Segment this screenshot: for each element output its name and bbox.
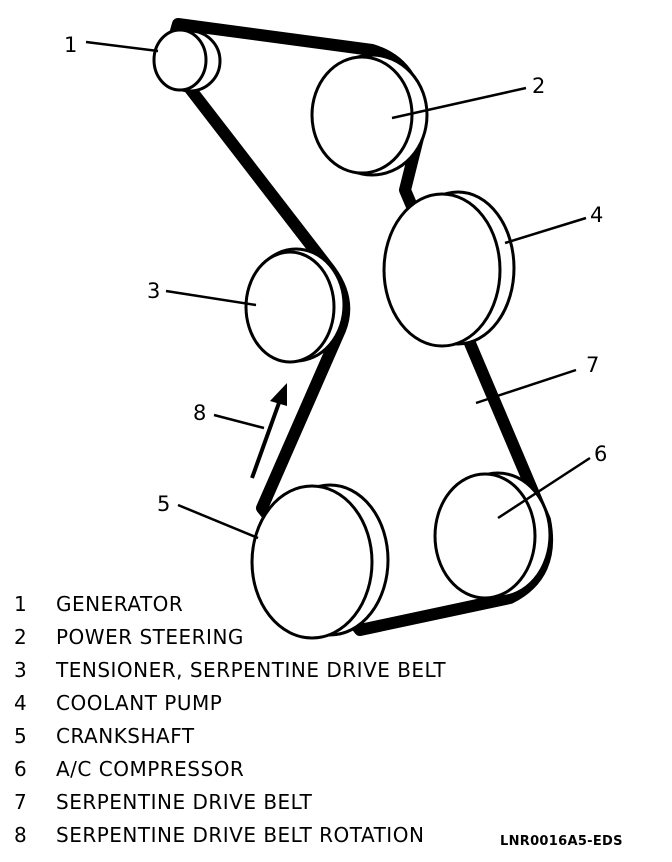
callout-1: 1: [64, 33, 77, 57]
legend-number: 6: [14, 757, 28, 781]
legend-item: 3 TENSIONER, SERPENTINE DRIVE BELT: [14, 654, 446, 687]
callout-8: 8: [193, 401, 206, 425]
legend-label: COOLANT PUMP: [56, 691, 223, 715]
legend-item: 7 SERPENTINE DRIVE BELT: [14, 786, 446, 819]
callout-6: 6: [594, 442, 607, 466]
legend-label: SERPENTINE DRIVE BELT: [56, 790, 313, 814]
legend-label: GENERATOR: [56, 592, 184, 616]
legend-item: 1 GENERATOR: [14, 588, 446, 621]
legend-item: 8 SERPENTINE DRIVE BELT ROTATION: [14, 819, 446, 852]
coolant-pump-pulley: [382, 190, 516, 348]
legend: 1 GENERATOR 2 POWER STEERING 3 TENSIONER, S…: [14, 588, 446, 852]
leader-lines: [85, 40, 591, 540]
legend-number: 3: [14, 658, 28, 682]
legend-number: 2: [14, 625, 28, 649]
legend-item: 5 CRANKSHAFT: [14, 720, 446, 753]
legend-label: CRANKSHAFT: [56, 724, 195, 748]
generator-pulley: [152, 28, 222, 93]
legend-number: 8: [14, 823, 28, 847]
ac-compressor-pulley: [433, 471, 552, 600]
legend-item: 6 A/C COMPRESSOR: [14, 753, 446, 786]
legend-label: A/C COMPRESSOR: [56, 757, 245, 781]
belt-rotation-arrow: [250, 383, 287, 479]
callout-5: 5: [157, 492, 170, 516]
callout-3: 3: [147, 279, 160, 303]
legend-label: SERPENTINE DRIVE BELT ROTATION: [56, 823, 425, 847]
legend-label: TENSIONER, SERPENTINE DRIVE BELT: [56, 658, 447, 682]
callout-7: 7: [586, 353, 599, 377]
tensioner-pulley: [244, 247, 346, 364]
callout-2: 2: [532, 74, 545, 98]
legend-label: POWER STEERING: [56, 625, 244, 649]
figure-code: LNR0016A5-EDS: [500, 834, 623, 849]
callout-4: 4: [590, 203, 603, 227]
legend-number: 7: [14, 790, 28, 814]
legend-item: 4 COOLANT PUMP: [14, 687, 446, 720]
crankshaft-pulley: [250, 483, 390, 640]
legend-number: 1: [14, 592, 28, 616]
legend-item: 2 POWER STEERING: [14, 621, 446, 654]
power-steering-pulley: [310, 53, 429, 177]
legend-number: 5: [14, 724, 28, 748]
legend-number: 4: [14, 691, 28, 715]
